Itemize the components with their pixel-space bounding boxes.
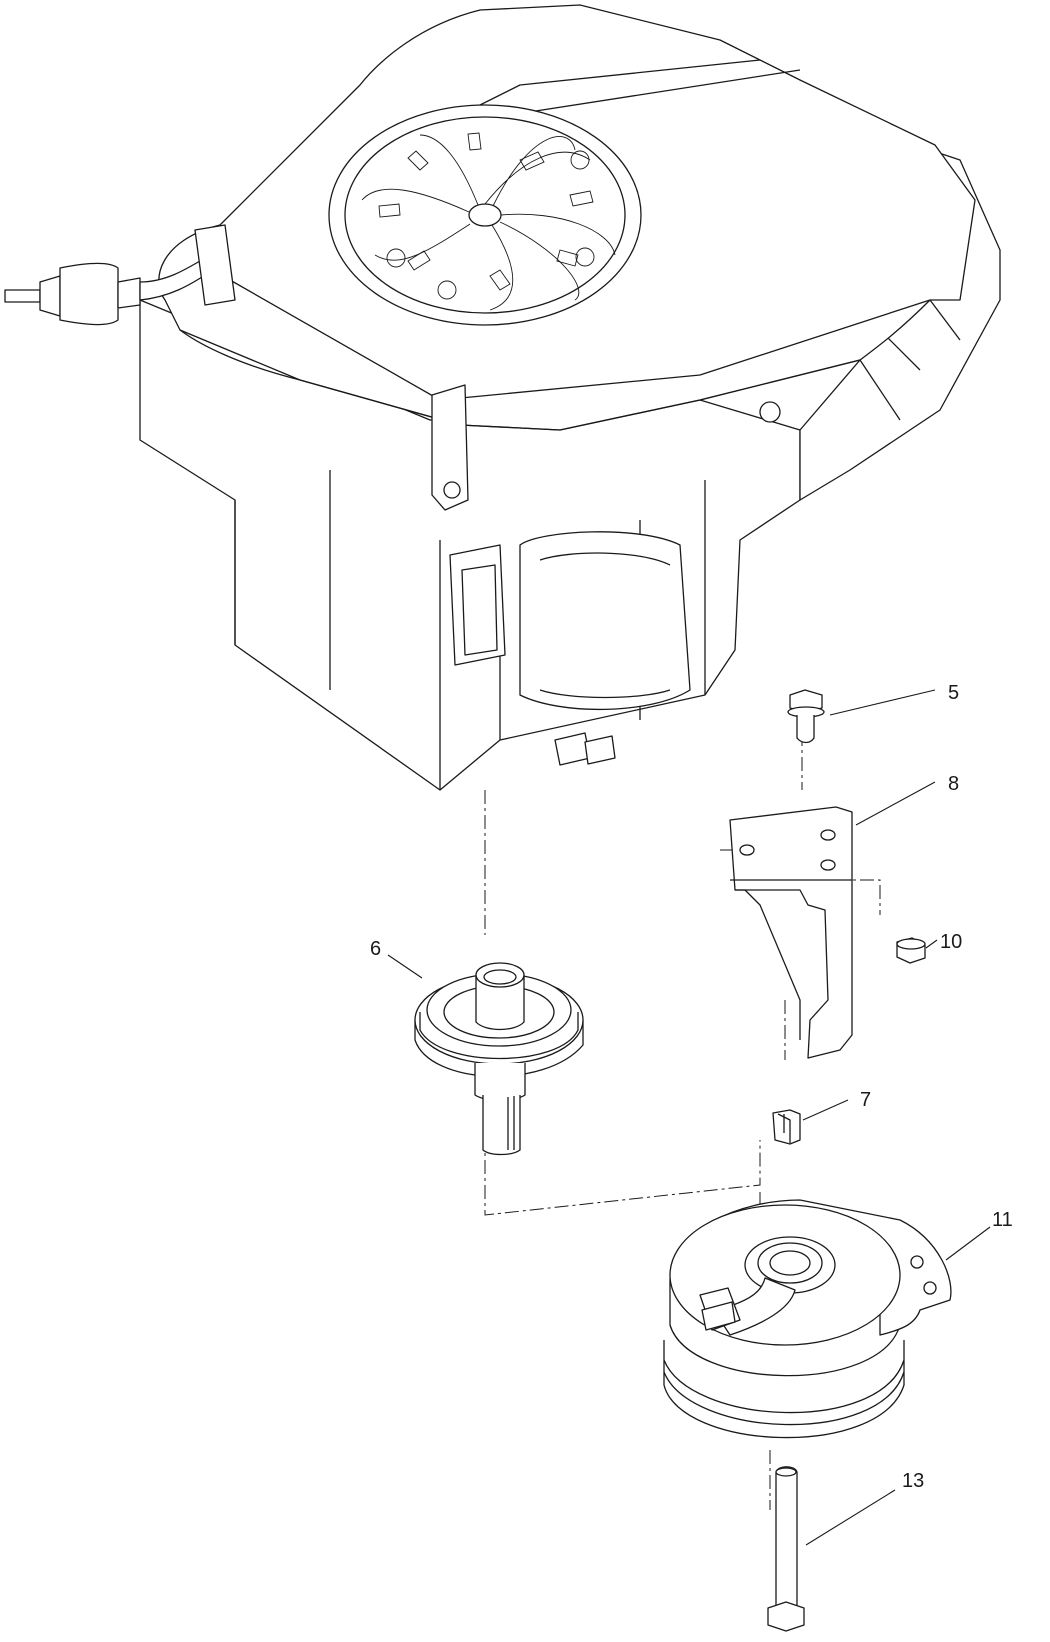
bolt-5-icon [787,689,825,744]
callout-label-10: 10 [940,931,962,953]
fuel-filter-icon [4,224,236,326]
callout-label-6: 6 [370,938,381,960]
callout-label-13: 13 [902,1470,924,1492]
bracket-8-icon [729,806,853,1059]
callout-label-7: 7 [860,1089,871,1111]
bolt-13-icon [767,1466,805,1632]
callout-label-5: 5 [948,682,959,704]
key-7-icon [772,1109,801,1145]
callout-7: 7 [802,1089,871,1121]
callout-8: 8 [855,773,959,826]
flywheel-screen-icon [328,104,642,326]
callout-label-8: 8 [948,773,959,795]
pulley-6-icon [414,962,584,1156]
clutch-11-icon [663,1199,952,1439]
callout-13: 13 [805,1470,924,1546]
callout-11: 11 [945,1209,1013,1261]
callout-6: 6 [370,938,423,979]
engine-illustration [4,4,1001,791]
callout-5: 5 [829,682,959,716]
callout-10: 10 [925,931,962,953]
nut-10-icon [896,937,926,964]
callout-label-11: 11 [992,1209,1013,1231]
